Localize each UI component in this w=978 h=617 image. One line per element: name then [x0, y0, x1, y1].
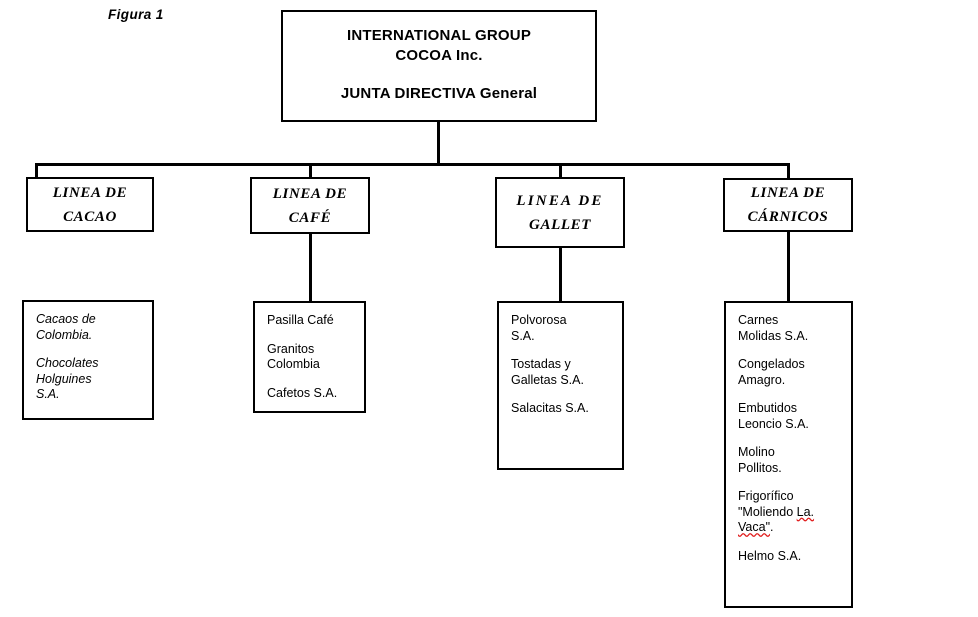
company-name-line: Granitos [267, 341, 315, 356]
company-name-line: S.A. [36, 387, 60, 401]
company-name-line: Cacaos de [36, 312, 96, 326]
company-name-line: Congelados [738, 357, 805, 371]
list-item: Helmo S.A. [738, 549, 851, 565]
list-item: Pasilla Café [267, 313, 364, 329]
company-list-cacao: Cacaos de Colombia. Chocolates Holguines… [22, 300, 154, 420]
list-item: Embutidos Leoncio S.A. [738, 401, 851, 432]
spellcheck-misspelled-word: Vaca" [738, 520, 771, 534]
company-name-line: Galletas S.A. [511, 372, 584, 387]
list-item: Salacitas S.A. [511, 401, 622, 417]
company-name-line: Salacitas S.A. [511, 401, 589, 415]
connector-bus-drop-cacao [35, 163, 38, 179]
list-item: Polvorosa S.A. [511, 313, 622, 344]
company-name-line: Tostadas y [511, 357, 571, 371]
division-header-gallet-line2: GALLET [529, 216, 591, 233]
company-name-line: Colombia [267, 357, 320, 371]
root-title-line1: INTERNATIONAL GROUP [346, 27, 532, 44]
company-name-line: Molidas S.A. [738, 328, 809, 343]
connector-horizontal-bus [35, 163, 790, 166]
root-title-line2: COCOA Inc. [395, 47, 483, 64]
company-name-line: Helmo S.A. [738, 548, 802, 563]
company-name-line: Chocolates [36, 356, 99, 370]
root-subtitle: JUNTA DIRECTIVA General [340, 85, 538, 102]
company-name-line: Polvorosa [511, 313, 567, 327]
division-header-cacao: LINEA DE CACAO [26, 177, 154, 232]
connector-bus-drop-carnicos [787, 163, 790, 180]
connector-bus-drop-gallet [559, 163, 562, 179]
company-name-line-with-spellcheck: "Moliendo La. [738, 505, 851, 521]
division-header-gallet-line1: LINEA DE [516, 192, 604, 209]
company-name-line: Molino [738, 445, 775, 459]
division-header-cafe-line1: LINEA DE [272, 185, 348, 202]
connector-gallet-header-to-list [559, 247, 562, 302]
list-item: Chocolates Holguines S.A. [36, 356, 152, 403]
connector-carnicos-header-to-list [787, 231, 790, 302]
connector-bus-drop-cafe [309, 163, 312, 179]
division-header-cacao-line2: CACAO [63, 208, 117, 225]
company-name-fragment: . [770, 520, 774, 534]
division-header-gallet: LINEA DE GALLET [495, 177, 625, 248]
division-header-carnicos: LINEA DE CÁRNICOS [723, 178, 853, 232]
company-name-line: Colombia. [36, 327, 93, 342]
company-name-fragment: "Moliendo [738, 504, 797, 519]
spellcheck-misspelled-word: La. [796, 504, 815, 519]
division-header-carnicos-line1: LINEA DE [750, 185, 826, 201]
figure-label: Figura 1 [108, 7, 164, 22]
company-name-line: Carnes [738, 313, 779, 327]
company-name-line: Holguines [36, 371, 92, 386]
connector-root-stem [437, 122, 440, 165]
list-item: Frigorífico "Moliendo La. Vaca". [738, 489, 851, 536]
company-name-line: Amagro. [738, 372, 786, 387]
connector-cafe-header-to-list [309, 233, 312, 302]
root-node-box: INTERNATIONAL GROUP COCOA Inc. JUNTA DIR… [281, 10, 597, 122]
company-list-cafe: Pasilla Café Granitos Colombia Cafetos S… [253, 301, 366, 413]
division-header-cafe: LINEA DE CAFÉ [250, 177, 370, 234]
list-item: Cafetos S.A. [267, 386, 364, 402]
company-name-line: Pasilla Café [267, 313, 334, 327]
company-name-line: Frigorífico [738, 489, 794, 503]
company-name-line: S.A. [511, 328, 535, 343]
division-header-cacao-line1: LINEA DE [52, 184, 128, 201]
company-name-line: Pollitos. [738, 460, 782, 475]
company-name-line-with-spellcheck: Vaca". [738, 520, 851, 536]
division-header-carnicos-line2: CÁRNICOS [747, 209, 829, 225]
list-item: Carnes Molidas S.A. [738, 313, 851, 344]
division-header-cafe-line2: CAFÉ [288, 209, 332, 226]
list-item: Tostadas y Galletas S.A. [511, 357, 622, 388]
list-item: Molino Pollitos. [738, 445, 851, 476]
list-item: Cacaos de Colombia. [36, 312, 152, 343]
company-list-carnicos: Carnes Molidas S.A. Congelados Amagro. E… [724, 301, 853, 608]
company-list-gallet: Polvorosa S.A. Tostadas y Galletas S.A. … [497, 301, 624, 470]
root-spacer [283, 66, 595, 84]
company-name-line: Leoncio S.A. [738, 416, 809, 431]
list-item: Congelados Amagro. [738, 357, 851, 388]
company-name-line: Cafetos S.A. [267, 385, 338, 400]
company-name-line: Embutidos [738, 401, 798, 415]
list-item: Granitos Colombia [267, 342, 364, 373]
